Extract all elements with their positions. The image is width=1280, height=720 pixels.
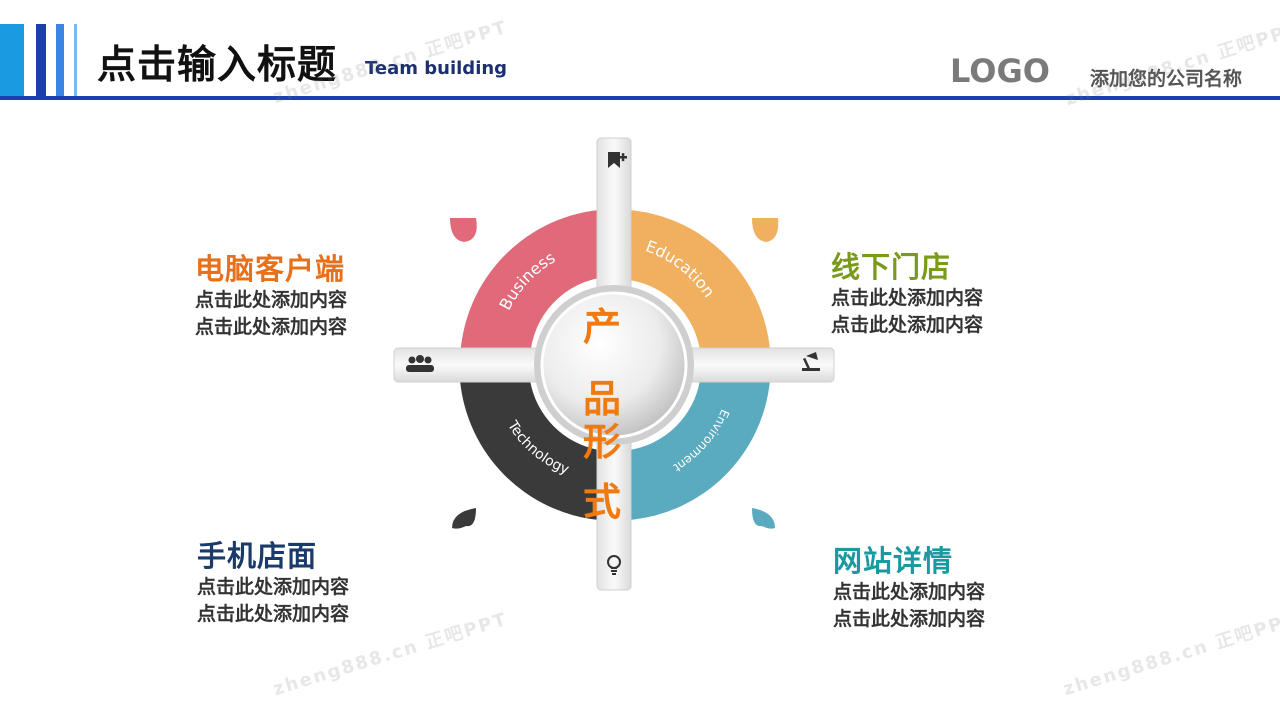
center-char: 品 [583,377,621,421]
block-bottom-left[interactable]: 手机店面 点击此处添加内容 点击此处添加内容 [197,538,349,628]
block-text[interactable]: 点击此处添加内容 [833,581,986,603]
center-text[interactable]: 产 品 形 式 [583,305,621,524]
droplet-top-right [752,218,779,242]
watermark: zheng888.cn 正吧PPT [1060,608,1280,701]
block-top-right[interactable]: 线下门店 点击此处添加内容 点击此处添加内容 [831,249,983,339]
segment-technology[interactable] [460,380,599,520]
desk-lamp-icon[interactable] [802,352,820,371]
center-char: 式 [583,480,621,524]
block-bottom-right[interactable]: 网站详情 点击此处添加内容 点击此处添加内容 [833,543,985,633]
header-bar-4 [74,24,77,98]
bookmark-plus-icon[interactable] [608,152,627,168]
block-text[interactable]: 点击此处添加内容 [833,608,986,630]
block-text[interactable]: 点击此处添加内容 [197,603,350,625]
header-divider [0,96,1280,100]
droplet-top-left [450,218,477,242]
header-bar-3 [56,24,64,98]
block-text[interactable]: 点击此处添加内容 [831,314,984,336]
company-name[interactable]: 添加您的公司名称 [1090,68,1243,90]
droplet-bottom-left [452,508,476,529]
block-text[interactable]: 点击此处添加内容 [197,576,350,598]
page-subtitle[interactable]: Team building [365,58,508,79]
block-title[interactable]: 手机店面 [197,539,318,573]
block-title[interactable]: 网站详情 [833,544,954,578]
droplet-bottom-right [752,508,775,529]
header-bar-1 [0,24,24,98]
page-title[interactable]: 点击输入标题 [97,43,338,88]
lightbulb-icon[interactable] [607,555,621,575]
block-top-left[interactable]: 电脑客户端 点击此处添加内容 点击此处添加内容 [195,251,347,341]
segment-business[interactable] [459,210,599,365]
product-form-diagram: Business Education Environment Technolog… [393,137,835,591]
block-title[interactable]: 线下门店 [831,250,952,284]
segment-environment[interactable] [629,380,770,520]
segment-education[interactable] [629,210,770,350]
block-text[interactable]: 点击此处添加内容 [195,316,348,338]
team-icon[interactable] [406,355,434,372]
block-title[interactable]: 电脑客户端 [195,252,346,286]
header-bar-2 [36,24,46,98]
center-circle[interactable] [540,291,688,439]
logo: LOGO [950,52,1050,90]
center-char: 产 [583,305,621,349]
center-char: 形 [583,420,621,464]
block-text[interactable]: 点击此处添加内容 [195,289,348,311]
block-text[interactable]: 点击此处添加内容 [831,287,984,309]
